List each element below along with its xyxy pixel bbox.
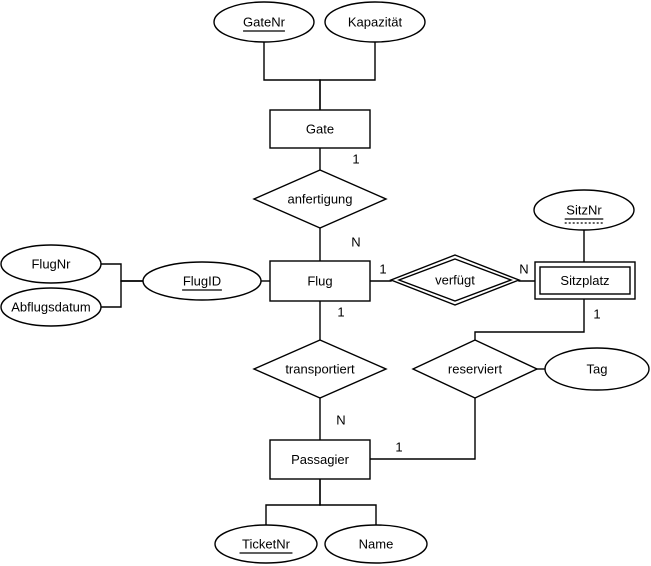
attribute-label-name: Name — [359, 536, 394, 551]
card-flug-transportiert: 1 — [337, 304, 344, 319]
attribute-gatenr[interactable]: GateNr — [213, 1, 315, 43]
entity-box-gate[interactable] — [269, 109, 371, 149]
entity-label-flug: Flug — [307, 273, 332, 288]
relationship-reserviert[interactable]: reserviert — [411, 339, 539, 399]
relationship-diamond-verfuegt[interactable] — [389, 254, 521, 306]
edge-passagier-ticketnr — [265, 478, 321, 526]
entity-label-passagier: Passagier — [291, 452, 349, 467]
relationship-label-verfuegt: verfügt — [435, 272, 475, 287]
attribute-label-flugid: FlugID — [183, 273, 221, 288]
relationship-label-anfertigung: anfertigung — [287, 191, 352, 206]
attribute-label-abflugsdatum: Abflugsdatum — [11, 299, 91, 314]
entity-flug[interactable]: Flug — [269, 260, 371, 302]
identifying-relationship-inner-diamond-verfuegt — [397, 258, 513, 302]
relationship-anfertigung[interactable]: anfertigung — [252, 169, 388, 229]
edge-reserviert-passagier — [369, 397, 476, 460]
attribute-ellipse-tag[interactable] — [544, 347, 650, 391]
weak-entity-inner-box-sitzplatz — [539, 266, 631, 295]
attribute-ellipse-flugid[interactable] — [142, 261, 262, 301]
relationship-label-transportiert: transportiert — [285, 361, 355, 376]
entity-sitzplatz[interactable]: Sitzplatz — [534, 261, 636, 300]
attribute-tag[interactable]: Tag — [544, 347, 650, 391]
card-verfuegt-sitzplatz: N — [519, 261, 528, 276]
attribute-ticketnr[interactable]: TicketNr — [214, 524, 318, 564]
attribute-ellipse-flugnr[interactable] — [0, 244, 102, 284]
entity-label-sitzplatz: Sitzplatz — [560, 273, 609, 288]
entity-label-gate: Gate — [306, 121, 334, 136]
attribute-label-sitznr: SitzNr — [566, 202, 602, 217]
entity-box-flug[interactable] — [269, 260, 371, 302]
entity-passagier[interactable]: Passagier — [269, 439, 371, 480]
attribute-label-ticketnr: TicketNr — [242, 536, 291, 551]
edge-flugnr-junction — [100, 263, 144, 282]
edge-passagier-name — [319, 478, 377, 526]
edge-gatenr-gate — [263, 41, 321, 111]
relationship-label-reserviert: reserviert — [448, 361, 503, 376]
edge-kapazitaet-gate — [319, 41, 376, 111]
relationship-verfuegt[interactable]: verfügt — [389, 254, 521, 306]
relationship-diamond-reserviert[interactable] — [411, 339, 539, 399]
attribute-flugid[interactable]: FlugID — [142, 261, 262, 301]
attribute-label-gatenr: GateNr — [243, 14, 286, 29]
attribute-ellipse-gatenr[interactable] — [213, 1, 315, 43]
card-transportiert-passagier: N — [336, 412, 345, 427]
card-anfertigung-flug: N — [351, 234, 360, 249]
attribute-ellipse-abflugsdatum[interactable] — [0, 287, 102, 327]
edges-layer — [100, 41, 585, 526]
entity-box-sitzplatz[interactable] — [534, 261, 636, 300]
attribute-ellipse-name[interactable] — [324, 524, 428, 564]
relationship-diamond-anfertigung[interactable] — [252, 169, 388, 229]
relationship-transportiert[interactable]: transportiert — [252, 339, 388, 399]
attribute-label-flugnr: FlugNr — [31, 256, 71, 271]
card-flug-verfuegt: 1 — [379, 261, 386, 276]
attribute-label-kapazitaet: Kapazität — [348, 14, 403, 29]
attribute-ellipse-sitznr[interactable] — [533, 189, 635, 231]
entity-box-passagier[interactable] — [269, 439, 371, 480]
card-gate-anfertigung: 1 — [352, 151, 359, 166]
attribute-flugnr[interactable]: FlugNr — [0, 244, 102, 284]
card-reserviert-passagier: 1 — [395, 439, 402, 454]
attribute-sitznr[interactable]: SitzNr — [533, 189, 635, 231]
attribute-ellipse-kapazitaet[interactable] — [324, 1, 426, 43]
attribute-kapazitaet[interactable]: Kapazität — [324, 1, 426, 43]
attribute-name[interactable]: Name — [324, 524, 428, 564]
edge-sitzplatz-reserviert — [474, 298, 585, 341]
relationship-diamond-transportiert[interactable] — [252, 339, 388, 399]
edge-abflugsdatum-junction — [100, 280, 144, 308]
attribute-label-tag: Tag — [587, 361, 608, 376]
card-sitzplatz-reserviert: 1 — [593, 306, 600, 321]
attribute-abflugsdatum[interactable]: Abflugsdatum — [0, 287, 102, 327]
entity-gate[interactable]: Gate — [269, 109, 371, 149]
